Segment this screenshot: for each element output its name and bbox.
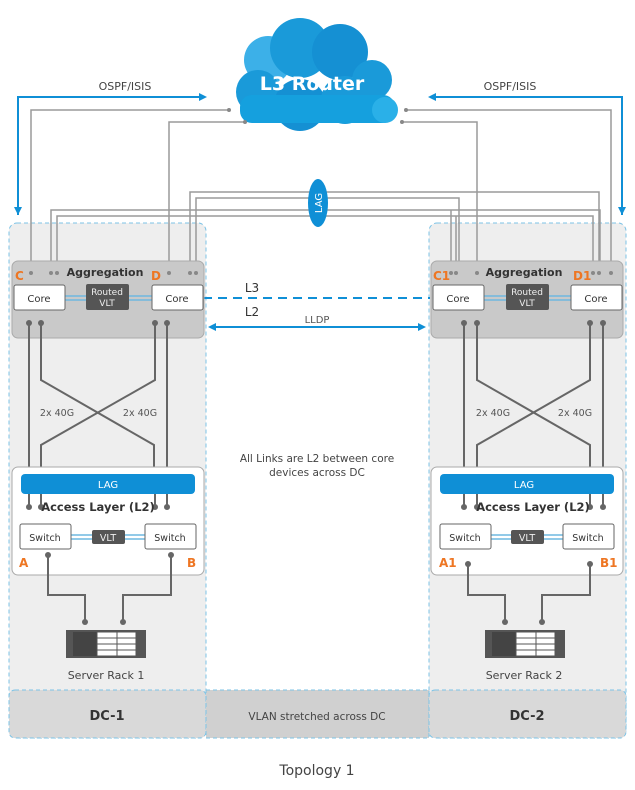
dc2-footer-label: DC-2 bbox=[509, 709, 544, 724]
dc1-core-left[interactable] bbox=[13, 284, 66, 311]
dc2-lag-bar bbox=[440, 474, 614, 494]
dc1-vlt-label: VLT bbox=[100, 533, 116, 544]
dc1-switch-b[interactable] bbox=[144, 523, 197, 550]
dc2-server-icon bbox=[485, 630, 565, 658]
vlan-label: VLAN stretched across DC bbox=[248, 711, 385, 723]
dc1-node-b: B bbox=[187, 556, 196, 570]
dc1-core-right[interactable] bbox=[151, 284, 204, 311]
dc1-uplink-right: 2x 40G bbox=[123, 408, 157, 419]
dc1-node-d: D bbox=[151, 269, 161, 283]
dc2-vlt-label: VLT bbox=[519, 533, 535, 544]
dc2-uplink-right: 2x 40G bbox=[558, 408, 592, 419]
dc2-core-left-label: Core bbox=[446, 294, 469, 305]
vlan-footer bbox=[205, 689, 430, 739]
dc1-switch-b-label: Switch bbox=[154, 533, 185, 544]
dc1-switch-a-label: Switch bbox=[29, 533, 60, 544]
dc1-lag-label: LAG bbox=[98, 480, 118, 491]
dc1-uplink-left: 2x 40G bbox=[40, 408, 74, 419]
l3-label: L3 bbox=[245, 281, 259, 295]
dc2-lag-label: LAG bbox=[514, 480, 534, 491]
dc2-switch-b1[interactable] bbox=[562, 523, 615, 550]
caption: Topology 1 bbox=[278, 763, 354, 779]
ospf-left-label: OSPF/ISIS bbox=[99, 80, 152, 93]
dc1-server-label: Server Rack 1 bbox=[68, 669, 145, 682]
dc1-routed-vlt-line2: VLT bbox=[99, 299, 115, 309]
dc1-server-icon bbox=[66, 630, 146, 658]
dc2-core-left[interactable] bbox=[432, 284, 485, 311]
top-lag-badge bbox=[308, 179, 328, 227]
dc2-core-right-label: Core bbox=[584, 294, 607, 305]
top-lag-label: LAG bbox=[314, 193, 325, 213]
dc1-vlt bbox=[92, 530, 125, 544]
dc2-node-b1: B1 bbox=[600, 556, 618, 570]
dc1-core-right-label: Core bbox=[165, 294, 188, 305]
dc1: Aggregation C D Core Core Routed VLT 2x … bbox=[11, 260, 205, 724]
dc2-vlt bbox=[511, 530, 544, 544]
dc1-lag-bar bbox=[21, 474, 195, 494]
dc1-footer-label: DC-1 bbox=[89, 709, 124, 724]
dc2-aggregation-title: Aggregation bbox=[486, 266, 563, 279]
dc2-switch-a1[interactable] bbox=[439, 523, 492, 550]
note-line1: All Links are L2 between core bbox=[240, 453, 394, 465]
dc1-core-left-label: Core bbox=[27, 294, 50, 305]
dc1-access-title: Access Layer (L2) bbox=[41, 500, 155, 514]
dc1-aggregation-title: Aggregation bbox=[67, 266, 144, 279]
l2-label: L2 bbox=[245, 305, 259, 319]
router-label: L3 Router bbox=[260, 73, 365, 95]
dc1-node-c: C bbox=[15, 269, 24, 283]
dc2-uplink-left: 2x 40G bbox=[476, 408, 510, 419]
dc2-switch-a1-label: Switch bbox=[449, 533, 480, 544]
ospf-right-label: OSPF/ISIS bbox=[484, 80, 537, 93]
dc2-routed-vlt-line2: VLT bbox=[519, 299, 535, 309]
dc2-core-right[interactable] bbox=[570, 284, 623, 311]
dc2-node-c1: C1 bbox=[433, 269, 450, 283]
dc2-node-d1: D1 bbox=[573, 269, 591, 283]
dc2-footer bbox=[428, 689, 627, 739]
note-line2: devices across DC bbox=[269, 467, 365, 479]
dc2-routed-vlt bbox=[506, 284, 549, 310]
dc2-routed-vlt-line1: Routed bbox=[511, 288, 543, 298]
dc2: Aggregation C1 D1 Core Core Routed VLT 2… bbox=[430, 260, 624, 724]
dc2-switch-b1-label: Switch bbox=[572, 533, 603, 544]
cloud-icon bbox=[236, 18, 398, 131]
dc2-server-label: Server Rack 2 bbox=[486, 669, 563, 682]
dc1-switch-a[interactable] bbox=[19, 523, 72, 550]
dc1-node-a: A bbox=[19, 556, 29, 570]
lldp-label: LLDP bbox=[305, 315, 330, 326]
dc2-node-a1: A1 bbox=[439, 556, 457, 570]
dc1-routed-vlt bbox=[86, 284, 129, 310]
dc1-routed-vlt-line1: Routed bbox=[91, 288, 123, 298]
dc2-access-title: Access Layer (L2) bbox=[476, 500, 590, 514]
